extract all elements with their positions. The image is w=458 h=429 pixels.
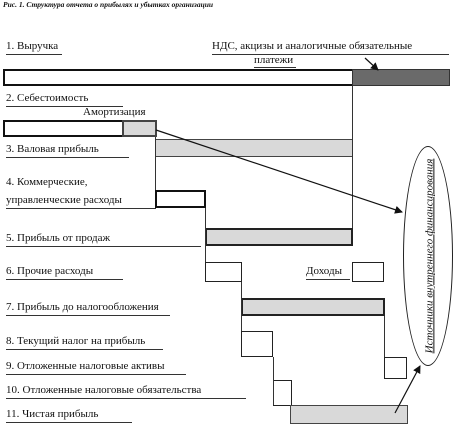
label-pretax: 7. Прибыль до налогообложения	[6, 301, 159, 313]
label-deferred-liab: 10. Отложенные налоговые обязательства	[6, 384, 202, 396]
arrow-vat	[364, 57, 379, 71]
bar-current-tax	[241, 331, 273, 357]
bar-pretax	[241, 298, 385, 316]
underline-income	[306, 279, 350, 280]
label-commercial-2: управленческие расходы	[6, 194, 122, 206]
guide-line-f	[384, 316, 385, 357]
guide-line-b	[205, 208, 206, 262]
underline-current-tax	[6, 349, 163, 350]
label-gross: 3. Валовая прибыль	[6, 143, 99, 155]
underline-vat	[212, 54, 449, 55]
bar-vat	[352, 69, 450, 86]
underline-net-profit	[6, 422, 132, 423]
label-current-tax: 8. Текущий налог на прибыль	[6, 335, 146, 347]
label-other-expenses: 6. Прочие расходы	[6, 265, 94, 277]
guide-line-d	[273, 357, 274, 405]
underline-gross	[6, 157, 129, 158]
underline-vat-2	[254, 67, 296, 68]
arrow-amortization	[155, 129, 403, 214]
label-amortization: Амортизация	[83, 106, 146, 118]
bar-deferred-assets	[384, 357, 407, 379]
label-commercial-1: 4. Коммерческие,	[6, 176, 88, 188]
label-deferred-assets: 9. Отложенные налоговые активы	[6, 360, 165, 372]
bar-amortization	[122, 120, 157, 137]
bar-other-expenses	[205, 262, 242, 282]
financing-ellipse	[403, 146, 453, 366]
underline-other-expenses	[6, 279, 123, 280]
bar-income	[352, 262, 384, 282]
underline-commercial	[6, 208, 156, 209]
underline-pretax	[6, 315, 170, 316]
figure-caption: Рис. 1. Структура отчета о прибылях и уб…	[3, 0, 214, 9]
guide-line-a	[155, 137, 156, 190]
arrow-net-profit	[394, 365, 421, 414]
label-revenue: 1. Выручка	[6, 40, 59, 52]
label-income: Доходы	[306, 265, 342, 277]
bar-commercial	[155, 190, 206, 208]
label-net-profit: 11. Чистая прибыль	[6, 408, 99, 420]
underline-deferred-liab	[6, 398, 246, 399]
underline-revenue	[6, 54, 62, 55]
bar-sales-profit	[205, 228, 353, 246]
label-sales-profit: 5. Прибыль от продаж	[6, 232, 111, 244]
underline-cost	[6, 106, 123, 107]
underline-deferred-assets	[6, 374, 186, 375]
guide-line-c	[241, 282, 242, 331]
label-cost: 2. Себестоимость	[6, 92, 89, 104]
label-vat-2: платежи	[254, 54, 294, 66]
label-vat: НДС, акцизы и аналогичные обязательные	[212, 40, 413, 52]
guide-line-e	[352, 86, 353, 228]
underline-sales-profit	[6, 246, 201, 247]
bar-net-profit	[290, 405, 408, 424]
